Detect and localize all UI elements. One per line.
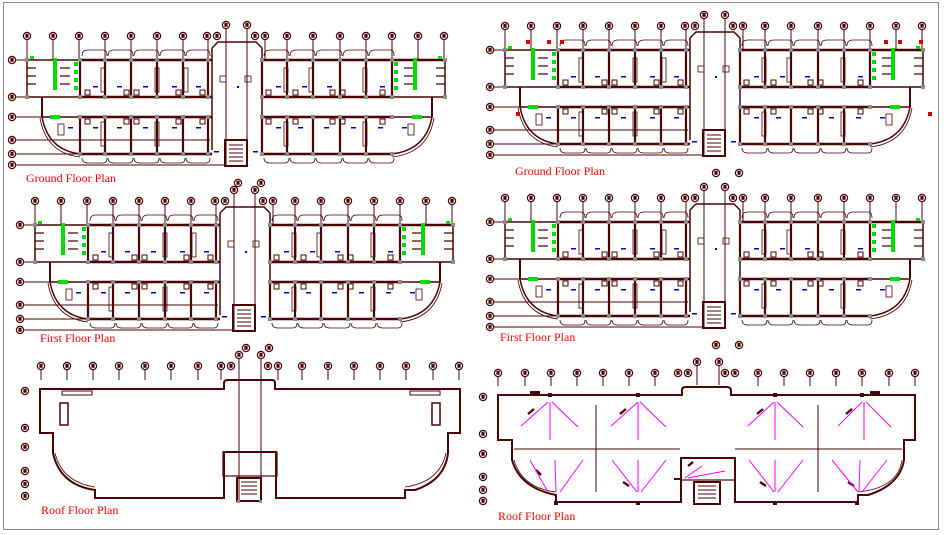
pipe-markers <box>516 40 932 116</box>
plan-label-first-right: First Floor Plan <box>500 330 576 344</box>
ground-floor-plan-right-copy <box>486 11 925 176</box>
plan-label-ground-left: Ground Floor Plan <box>26 171 116 185</box>
ground-floor-plan-left <box>7 20 449 188</box>
plan-label-first-left: First Floor Plan <box>40 331 116 345</box>
roof-floor-plan-left <box>20 350 464 503</box>
plan-label-roof-right: Roof Floor Plan <box>498 509 576 523</box>
first-floor-plan-right <box>486 183 925 348</box>
first-floor-plan-left <box>16 186 455 351</box>
roof-floor-plan-right <box>478 357 920 506</box>
plan-label-ground-right: Ground Floor Plan <box>515 164 605 178</box>
plan-label-roof-left: Roof Floor Plan <box>41 503 119 517</box>
drawing-frame <box>3 2 939 530</box>
